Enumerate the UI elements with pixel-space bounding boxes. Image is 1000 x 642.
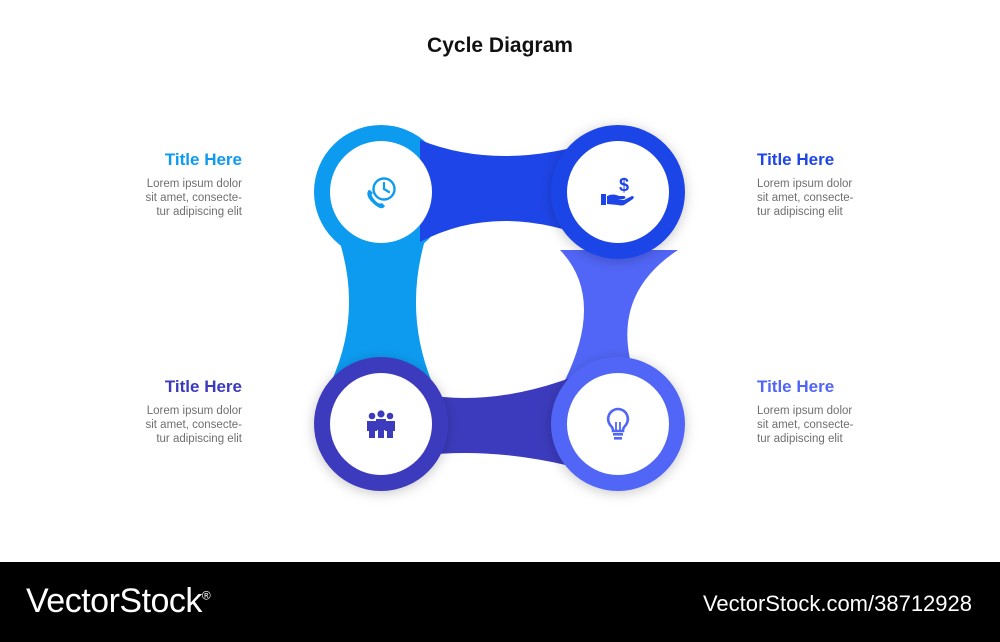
step-title: Title Here <box>757 150 835 169</box>
money-hand-icon: $ <box>601 175 634 206</box>
svg-text:$: $ <box>619 175 629 195</box>
step-title: Title Here <box>757 377 835 396</box>
node-bottom-right-disc <box>567 373 669 475</box>
node-top-left-disc <box>330 141 432 243</box>
step-bottom-left: Title Here Lorem ipsum dolor sit amet, c… <box>42 377 242 446</box>
step-description: Lorem ipsum dolor sit amet, consecte- tu… <box>757 177 957 219</box>
step-text-line: Lorem ipsum dolor <box>757 405 853 417</box>
watermark-footer: VectorStock® VectorStock.com/38712928 <box>0 562 1000 642</box>
brand-logo: VectorStock® <box>26 582 211 621</box>
step-top-left: Title Here Lorem ipsum dolor sit amet, c… <box>42 150 242 219</box>
node-top-right-disc <box>567 141 669 243</box>
step-top-right: Title Here Lorem ipsum dolor sit amet, c… <box>757 150 957 219</box>
step-text-line: Lorem ipsum dolor <box>146 178 242 190</box>
step-text-line: tur adipiscing elit <box>757 206 843 218</box>
step-text-line: tur adipiscing elit <box>757 433 843 445</box>
step-bottom-right: Title Here Lorem ipsum dolor sit amet, c… <box>757 377 957 446</box>
brand-name: VectorStock <box>26 582 202 620</box>
step-text-line: tur adipiscing elit <box>156 433 242 445</box>
step-text-line: Lorem ipsum dolor <box>757 178 853 190</box>
step-text-line: sit amet, consecte- <box>757 192 854 204</box>
step-text-line: tur adipiscing elit <box>156 206 242 218</box>
step-description: Lorem ipsum dolor sit amet, consecte- tu… <box>42 177 242 219</box>
step-text-line: Lorem ipsum dolor <box>146 405 242 417</box>
registered-mark: ® <box>201 588 211 603</box>
step-text-line: sit amet, consecte- <box>145 192 242 204</box>
image-id: VectorStock.com/38712928 <box>702 591 972 616</box>
link-right <box>560 250 678 390</box>
clock-phone-icon <box>367 177 396 209</box>
step-text-line: sit amet, consecte- <box>145 419 242 431</box>
team-icon <box>367 410 395 438</box>
step-title: Title Here <box>164 150 242 169</box>
diagram-title: Cycle Diagram <box>427 34 573 57</box>
lightbulb-icon <box>606 407 630 440</box>
step-text-line: sit amet, consecte- <box>757 419 854 431</box>
link-top <box>420 140 600 242</box>
step-description: Lorem ipsum dolor sit amet, consecte- tu… <box>42 404 242 446</box>
link-left <box>318 192 444 400</box>
step-title: Title Here <box>164 377 242 396</box>
step-description: Lorem ipsum dolor sit amet, consecte- tu… <box>757 404 957 446</box>
cycle-diagram: $ <box>314 125 685 491</box>
